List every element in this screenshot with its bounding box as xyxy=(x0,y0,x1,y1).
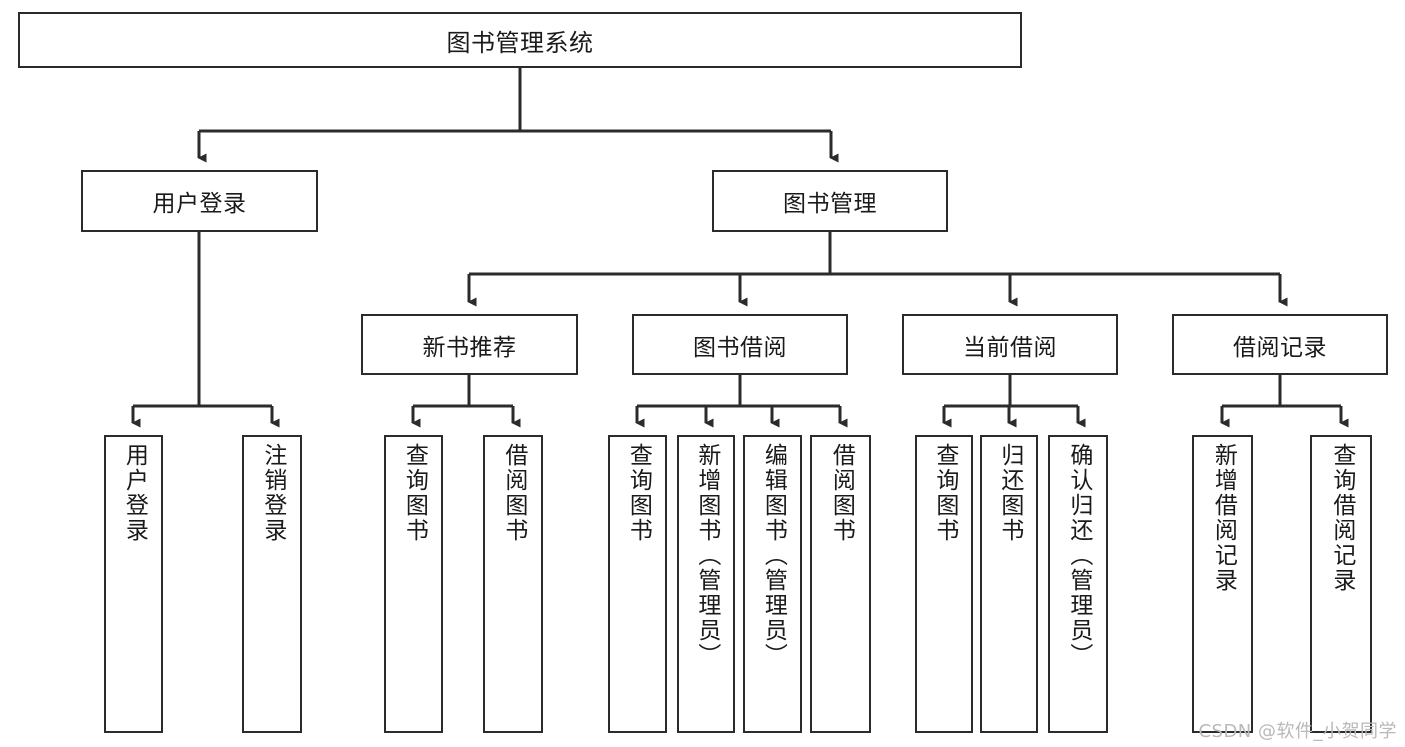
node-leaf-query-book-2-label: 查询图书 xyxy=(625,443,652,543)
node-book-manage-label: 图书管理 xyxy=(783,191,877,217)
node-leaf-borrow-book-2-label: 借阅图书 xyxy=(828,443,855,543)
node-leaf-query-book-2[interactable]: 查询图书 xyxy=(608,435,667,733)
node-borrow-record[interactable]: 借阅记录 xyxy=(1172,314,1388,375)
node-borrow-record-label: 借阅记录 xyxy=(1233,334,1327,361)
node-leaf-query-borrow-record[interactable]: 查询借阅记录 xyxy=(1310,435,1372,733)
node-leaf-return-book[interactable]: 归还图书 xyxy=(980,435,1038,733)
node-book-borrow[interactable]: 图书借阅 xyxy=(632,314,848,375)
node-leaf-query-book-1[interactable]: 查询图书 xyxy=(384,435,443,733)
node-leaf-borrow-book-1-label: 借阅图书 xyxy=(500,443,527,543)
node-leaf-query-book-1-label: 查询图书 xyxy=(401,443,428,543)
node-leaf-edit-book-admin[interactable]: 编辑图书（管理员） xyxy=(743,435,802,733)
node-leaf-confirm-return-admin[interactable]: 确认归还（管理员） xyxy=(1048,435,1108,733)
node-current-borrow[interactable]: 当前借阅 xyxy=(902,314,1118,375)
node-root-label: 图书管理系统 xyxy=(446,28,594,57)
node-leaf-query-book-3[interactable]: 查询图书 xyxy=(915,435,973,733)
node-user-login[interactable]: 用户登录 xyxy=(81,170,318,232)
node-new-book-recommend[interactable]: 新书推荐 xyxy=(361,314,578,375)
node-leaf-query-borrow-record-label: 查询借阅记录 xyxy=(1328,443,1355,593)
watermark: CSDN @软件_小贺同学 xyxy=(1198,721,1397,742)
node-leaf-edit-book-admin-label: 编辑图书（管理员） xyxy=(760,443,787,668)
node-leaf-logout[interactable]: 注销登录 xyxy=(242,435,302,733)
node-leaf-add-book-admin-label: 新增图书（管理员） xyxy=(693,443,720,668)
node-leaf-query-book-3-label: 查询图书 xyxy=(931,443,958,543)
node-leaf-add-borrow-record[interactable]: 新增借阅记录 xyxy=(1192,435,1253,733)
node-book-manage[interactable]: 图书管理 xyxy=(712,170,948,232)
node-current-borrow-label: 当前借阅 xyxy=(963,334,1057,361)
node-leaf-user-login[interactable]: 用户登录 xyxy=(104,435,163,733)
node-leaf-add-borrow-record-label: 新增借阅记录 xyxy=(1210,443,1237,593)
node-leaf-add-book-admin[interactable]: 新增图书（管理员） xyxy=(677,435,735,733)
node-user-login-label: 用户登录 xyxy=(152,191,247,217)
node-root[interactable]: 图书管理系统 xyxy=(18,12,1022,68)
node-leaf-borrow-book-2[interactable]: 借阅图书 xyxy=(810,435,871,733)
node-new-book-recommend-label: 新书推荐 xyxy=(422,334,517,361)
node-book-borrow-label: 图书借阅 xyxy=(693,334,787,361)
node-leaf-logout-label: 注销登录 xyxy=(259,443,286,543)
node-leaf-confirm-return-admin-label: 确认归还（管理员） xyxy=(1065,443,1092,668)
node-leaf-return-book-label: 归还图书 xyxy=(996,443,1023,543)
node-leaf-user-login-label: 用户登录 xyxy=(121,443,148,543)
node-leaf-borrow-book-1[interactable]: 借阅图书 xyxy=(483,435,543,733)
